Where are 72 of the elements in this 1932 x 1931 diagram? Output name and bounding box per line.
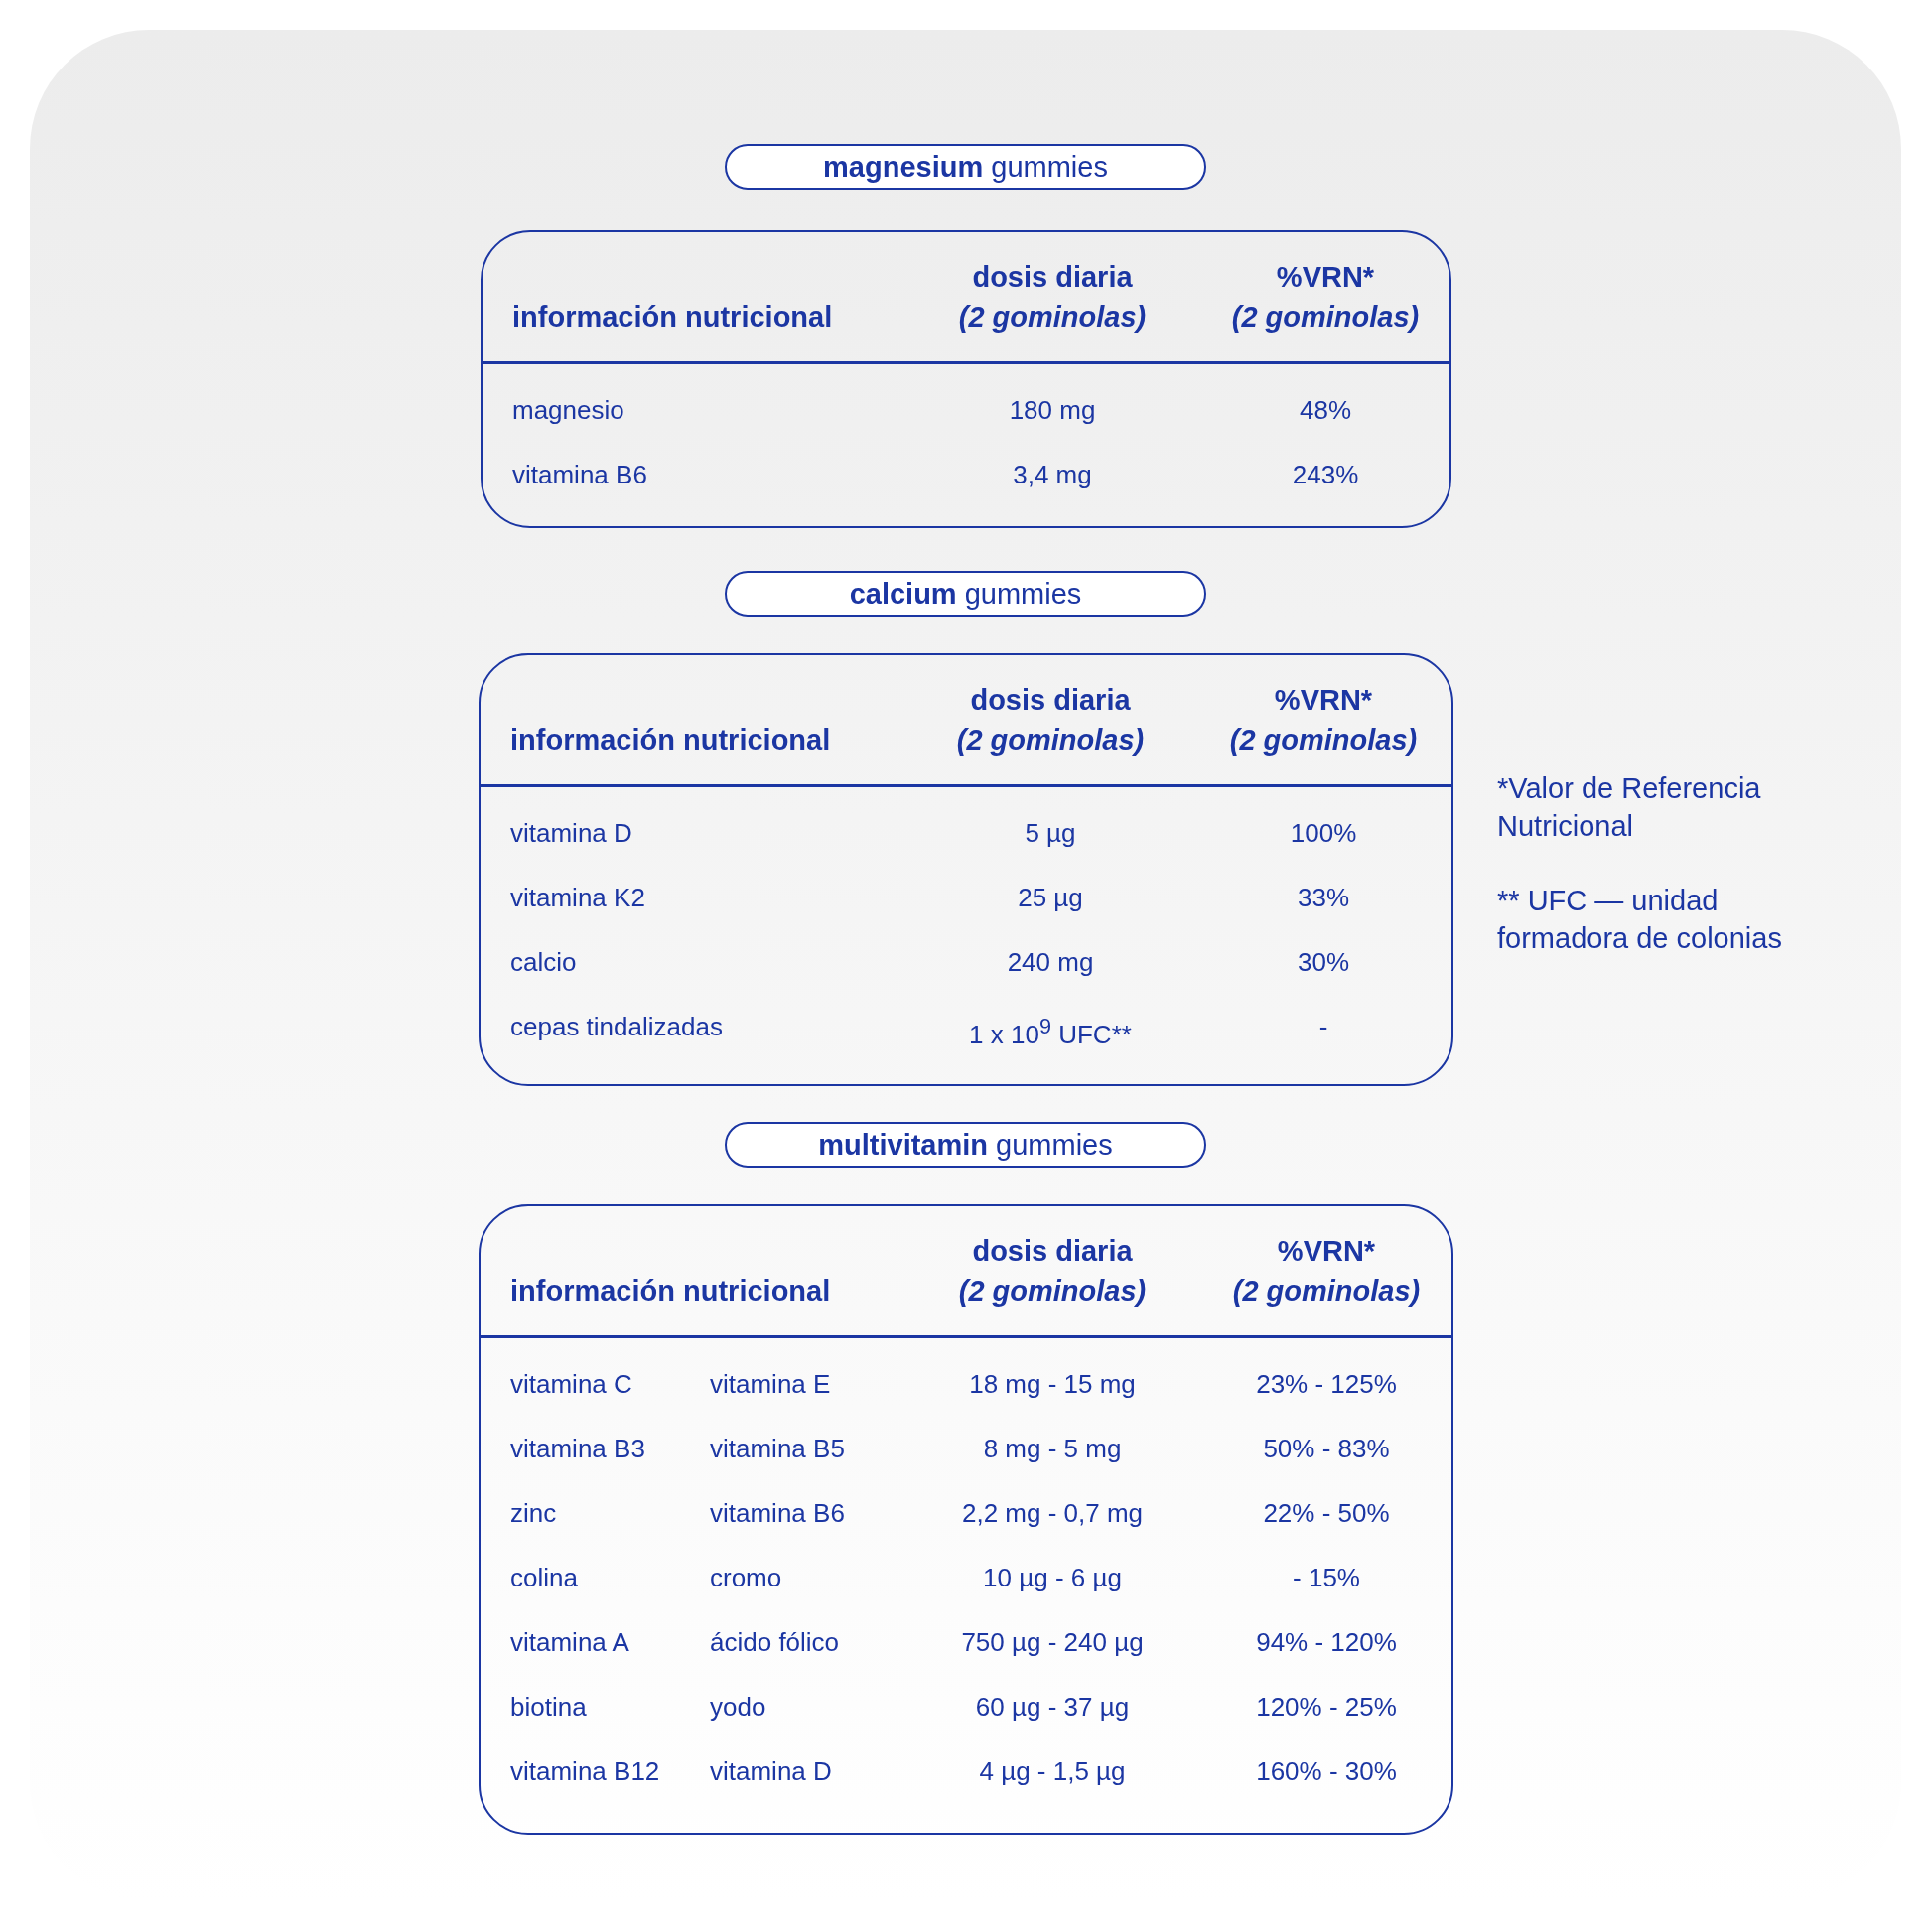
product-title-pill [725, 144, 1206, 190]
table-cell: ácido fólico [710, 1626, 840, 1658]
table-cell: 160% - 30% [1256, 1755, 1397, 1787]
table-cell: 240 mg [1007, 946, 1094, 978]
table-cell: 3,4 mg [1013, 459, 1092, 490]
table-cell: 22% - 50% [1263, 1497, 1390, 1529]
product-title: magnesium gummies [823, 150, 1108, 184]
table-cell: vitamina B6 [512, 459, 647, 490]
table-cell: 2,2 mg - 0,7 mg [961, 1497, 1144, 1529]
table-cell: 120% - 25% [1256, 1691, 1397, 1723]
table-cell: 50% - 83% [1263, 1433, 1390, 1464]
table-cell: 23% - 125% [1256, 1368, 1397, 1400]
table-cell: vitamina A [510, 1626, 629, 1658]
table-cell: 94% - 120% [1256, 1626, 1397, 1658]
column-header: (2 gominolas) [958, 1275, 1147, 1307]
table-cell: - [1318, 1011, 1328, 1042]
table-cell: 100% [1290, 817, 1357, 849]
table-cell: 750 µg - 240 µg [961, 1626, 1144, 1658]
table-cell: zinc [510, 1497, 557, 1529]
table-cell: 18 mg - 15 mg [969, 1368, 1136, 1400]
table-cell: cepas tindalizadas [510, 1011, 723, 1042]
table-cell: magnesio [512, 394, 624, 426]
footnote: ** UFC — unidad formadora de colonias [1497, 884, 1783, 956]
footnote: *Valor de Referencia Nutricional [1497, 771, 1762, 844]
product-title: multivitamin gummies [818, 1128, 1113, 1162]
table-cell: 5 µg [1025, 817, 1076, 849]
table-cell: vitamina D [510, 817, 632, 849]
nutrition-table [479, 653, 1453, 1086]
table-cell: 25 µg [1018, 882, 1083, 913]
table-cell: vitamina B6 [710, 1497, 845, 1529]
table-cell: 33% [1298, 882, 1349, 913]
nutrition-table [481, 230, 1451, 528]
table-cell: cromo [710, 1562, 782, 1593]
column-header: (2 gominolas) [1232, 1275, 1421, 1307]
table-cell: vitamina K2 [510, 882, 645, 913]
table-cell: vitamina B12 [510, 1755, 660, 1787]
table-cell: yodo [710, 1691, 766, 1723]
column-header: dosis diaria [972, 1235, 1133, 1267]
column-header: información nutricional [510, 724, 831, 756]
nutrition-table [479, 1204, 1453, 1835]
table-cell: 243% [1292, 459, 1359, 490]
column-header: dosis diaria [970, 684, 1131, 716]
column-header: %VRN* [1277, 1235, 1376, 1267]
column-header: (2 gominolas) [956, 724, 1145, 756]
table-cell-text: 1 x 10$^{9}$ UFC** [969, 1013, 1132, 1050]
column-header: información nutricional [510, 1275, 831, 1307]
table-cell: vitamina B5 [710, 1433, 845, 1464]
column-header: %VRN* [1274, 684, 1373, 716]
product-title-pill [725, 1122, 1206, 1168]
table-cell: vitamina B3 [510, 1433, 645, 1464]
table-cell: colina [510, 1562, 578, 1593]
table-cell: 30% [1298, 946, 1349, 978]
table-cell: 48% [1300, 394, 1351, 426]
table-cell: 10 µg - 6 µg [983, 1562, 1122, 1593]
table-cell: calcio [510, 946, 577, 978]
column-header: %VRN* [1276, 261, 1375, 293]
table-cell: 60 µg - 37 µg [975, 1691, 1130, 1723]
table-cell: - 15% [1293, 1562, 1360, 1593]
column-header: (2 gominolas) [958, 301, 1147, 333]
table-cell: vitamina C [510, 1368, 632, 1400]
product-title: calcium gummies [849, 577, 1082, 611]
table-cell: 8 mg - 5 mg [983, 1433, 1122, 1464]
table-cell: 4 µg - 1,5 µg [979, 1755, 1126, 1787]
column-header: (2 gominolas) [1231, 301, 1420, 333]
table-cell: vitamina E [710, 1368, 831, 1400]
column-header: dosis diaria [972, 261, 1133, 293]
column-header: información nutricional [512, 301, 833, 333]
product-title-pill [725, 571, 1206, 617]
table-cell: 180 mg [1009, 394, 1096, 426]
table-cell: vitamina D [710, 1755, 832, 1787]
table-cell: biotina [510, 1691, 587, 1723]
column-header: (2 gominolas) [1229, 724, 1418, 756]
